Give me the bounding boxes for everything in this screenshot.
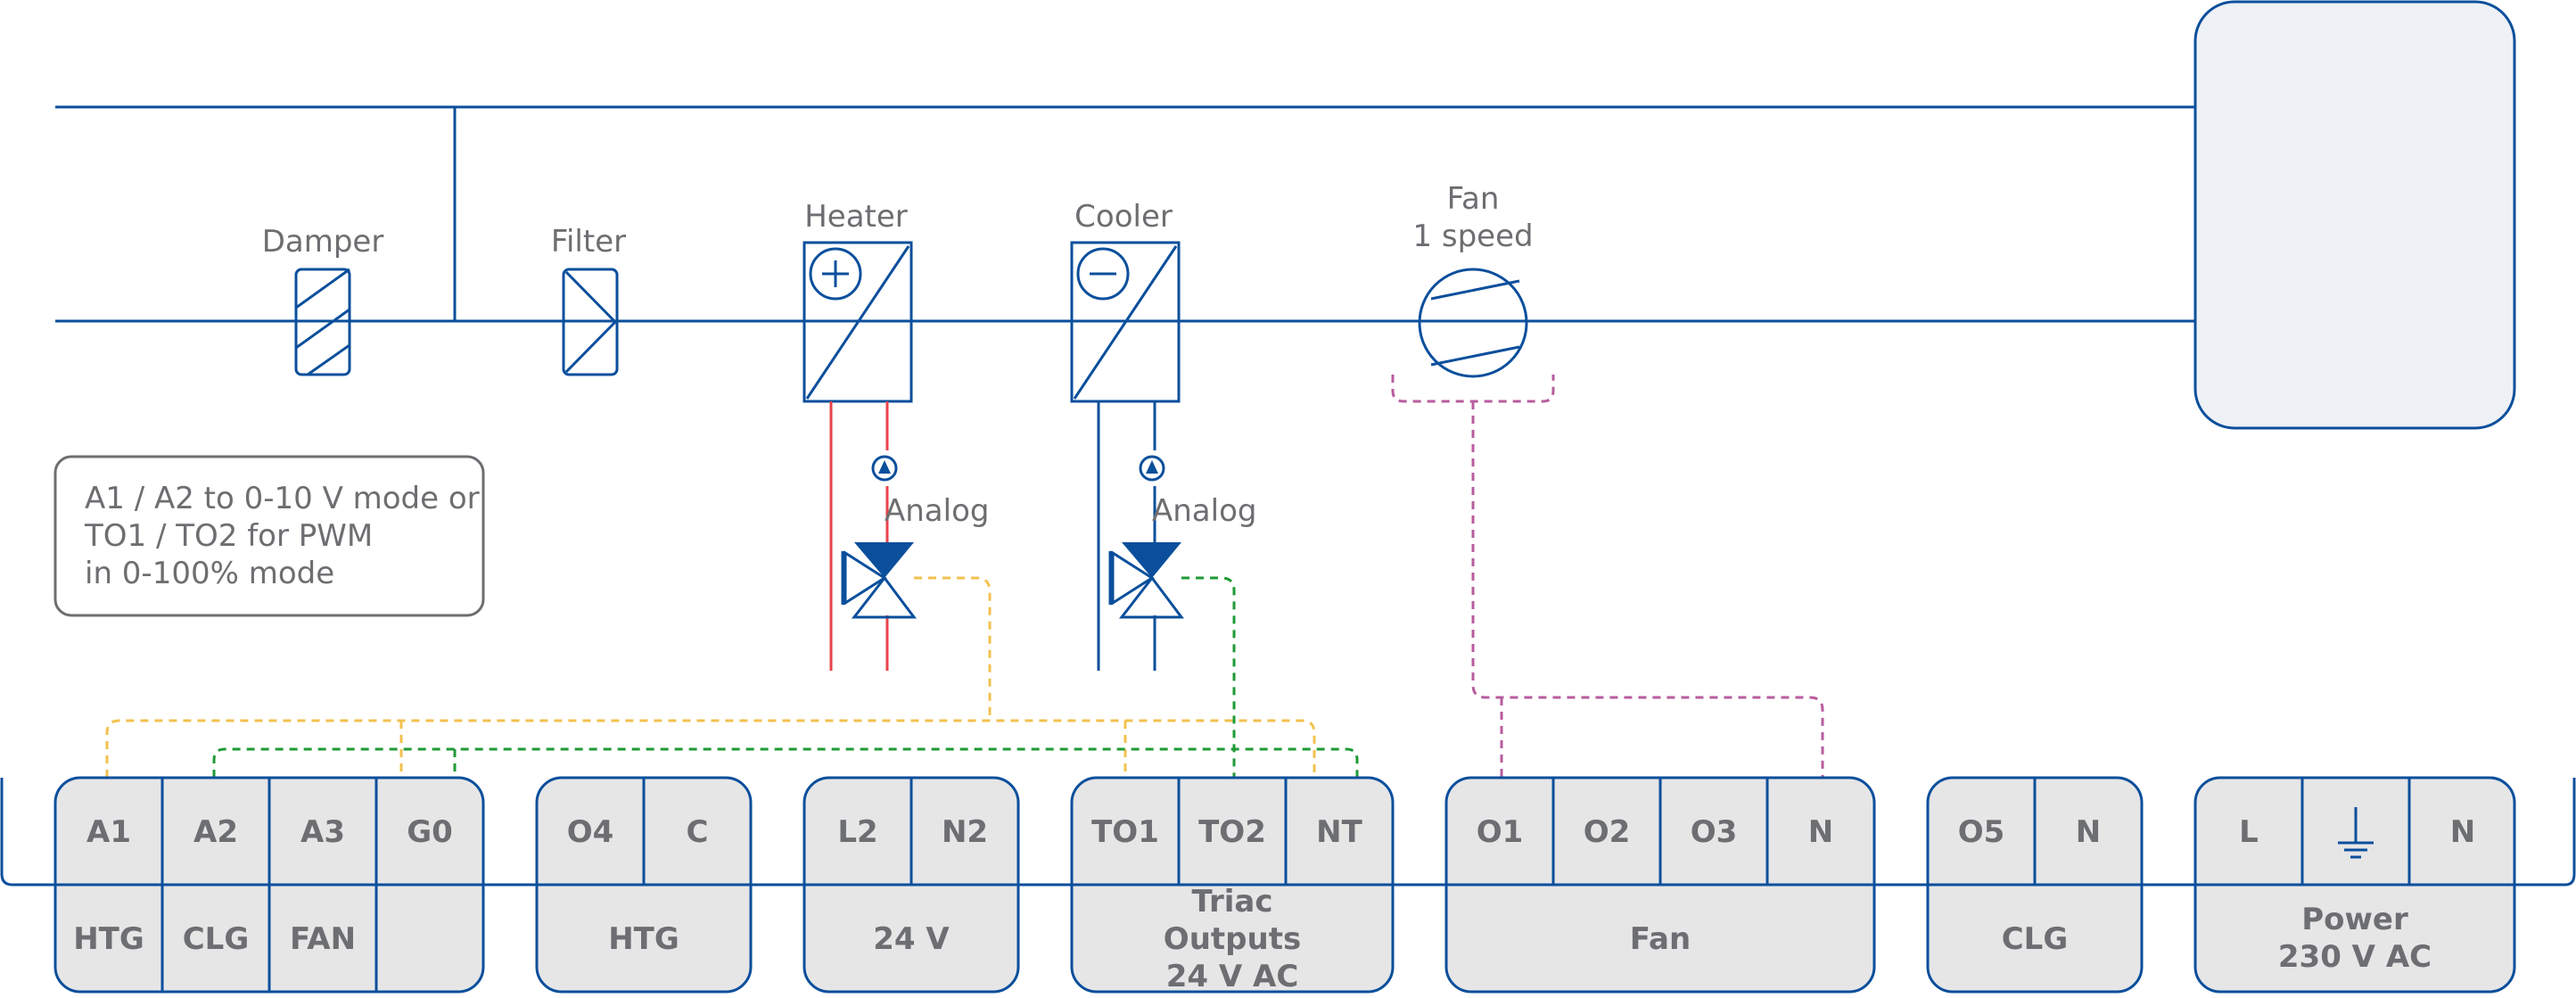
terminal-block-triac: TO1 TO2 NT Triac Outputs 24 V AC bbox=[1070, 776, 1395, 994]
terminal-o5: O5 bbox=[1958, 814, 2005, 850]
terminal-n-fan: N bbox=[1808, 814, 1833, 850]
label-fan: FAN bbox=[290, 921, 356, 957]
label-power: Power bbox=[2301, 902, 2408, 937]
terminal-n-power: N bbox=[2450, 814, 2475, 850]
terminal-to2: TO2 bbox=[1198, 814, 1266, 850]
label-clg: CLG bbox=[183, 921, 250, 957]
terminal-o4: O4 bbox=[567, 814, 614, 850]
filter-symbol bbox=[562, 268, 619, 376]
damper-label: Damper bbox=[262, 224, 384, 260]
heater-valve-label: Analog bbox=[885, 493, 989, 529]
pump-icon bbox=[1139, 455, 1165, 482]
wire-purple bbox=[1391, 375, 1824, 778]
label-230vac: 230 V AC bbox=[2278, 939, 2432, 975]
heater-valve bbox=[841, 542, 917, 619]
plus-icon bbox=[809, 247, 862, 301]
note-line-3: in 0-100% mode bbox=[85, 556, 334, 591]
terminal-o3: O3 bbox=[1691, 814, 1738, 850]
heater-label: Heater bbox=[804, 199, 908, 235]
terminal-block-power: L N Power 230 V AC bbox=[2193, 776, 2516, 994]
terminal-n-clg: N bbox=[2076, 814, 2101, 850]
room-unit-box bbox=[2193, 0, 2516, 430]
label-24vac: 24 V AC bbox=[1166, 959, 1299, 994]
heater-coil bbox=[802, 241, 913, 403]
cooler-label: Cooler bbox=[1074, 199, 1173, 235]
damper-symbol bbox=[294, 268, 351, 376]
terminal-block-24v: L2 N2 24 V bbox=[802, 776, 1020, 994]
terminal-n2: N2 bbox=[942, 814, 988, 850]
label-fan-block: Fan bbox=[1630, 921, 1691, 957]
ground-icon bbox=[2338, 807, 2374, 859]
fan-label-line1: Fan bbox=[1447, 181, 1500, 217]
note-line-2: TO1 / TO2 for PWM bbox=[84, 518, 373, 554]
label-24v: 24 V bbox=[873, 921, 950, 957]
fan-label-line2: 1 speed bbox=[1412, 219, 1533, 254]
pump-icon bbox=[871, 455, 898, 482]
label-htg-block: HTG bbox=[608, 921, 679, 957]
terminal-block-clg: O5 N CLG bbox=[1926, 776, 2144, 994]
label-htg: HTG bbox=[73, 921, 144, 957]
terminal-a3: A3 bbox=[300, 814, 345, 850]
heater-pipes bbox=[829, 401, 889, 671]
label-outputs: Outputs bbox=[1164, 921, 1301, 957]
cooler-coil bbox=[1070, 241, 1181, 403]
terminal-o1: O1 bbox=[1477, 814, 1524, 850]
terminal-block-fan: O1 O2 O3 N Fan bbox=[1444, 776, 1876, 994]
terminal-g0: G0 bbox=[407, 814, 453, 850]
wire-yellow bbox=[105, 576, 1316, 778]
note-box bbox=[53, 455, 485, 617]
note-line-1: A1 / A2 to 0-10 V mode or bbox=[85, 481, 480, 516]
terminal-a2: A2 bbox=[193, 814, 238, 850]
cooler-valve bbox=[1108, 542, 1184, 619]
terminal-block-htg: O4 C HTG bbox=[535, 776, 753, 994]
terminal-nt: NT bbox=[1316, 814, 1362, 850]
label-clg-block: CLG bbox=[2002, 921, 2069, 957]
cooler-valve-label: Analog bbox=[1152, 493, 1256, 529]
terminal-to1: TO1 bbox=[1091, 814, 1159, 850]
terminal-c: C bbox=[687, 814, 709, 850]
terminal-l: L bbox=[2239, 814, 2259, 850]
terminal-block-analog: A1 A2 A3 G0 HTG CLG FAN bbox=[53, 776, 485, 994]
minus-icon bbox=[1076, 247, 1130, 301]
label-triac: Triac bbox=[1192, 884, 1273, 920]
terminal-l2: L2 bbox=[837, 814, 877, 850]
wire-green bbox=[212, 576, 1359, 778]
terminal-o2: O2 bbox=[1584, 814, 1631, 850]
cooler-pipes bbox=[1097, 401, 1156, 671]
terminal-a1: A1 bbox=[86, 814, 131, 850]
filter-label: Filter bbox=[551, 224, 626, 260]
fan-symbol bbox=[1418, 268, 1528, 378]
